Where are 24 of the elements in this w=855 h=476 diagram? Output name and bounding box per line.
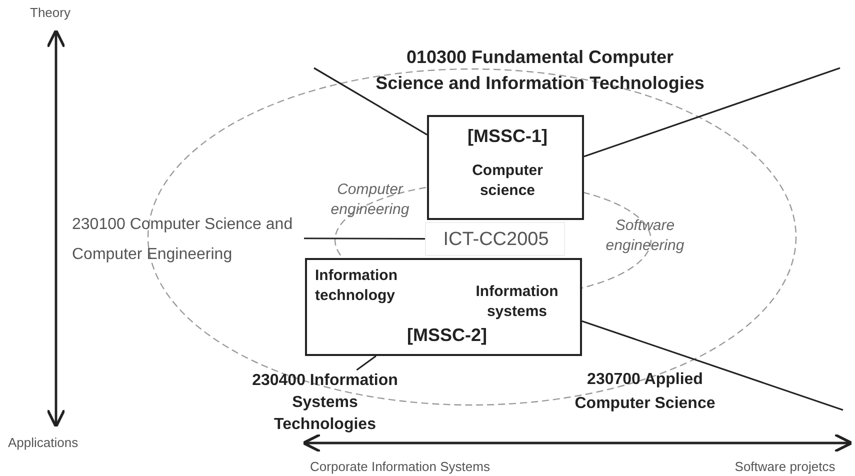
field-box: [305, 258, 582, 356]
axis-label: Corporate Information Systems: [309, 458, 491, 476]
axis-label: Software projetcs: [734, 458, 836, 476]
area-label: Computer engineering: [330, 180, 410, 220]
box-text: Information systems: [474, 282, 560, 322]
heading-label: 010300 Fundamental Computer Science and Information Technologies: [374, 46, 706, 95]
connector-line: [582, 320, 844, 411]
connector-line: [314, 67, 428, 136]
box-text: Information technology: [315, 266, 398, 306]
box-text: [MSSC-2]: [406, 324, 488, 347]
field-box: [427, 115, 584, 220]
box-text: [MSSC-1]: [466, 125, 548, 148]
connector-line: [584, 67, 840, 158]
box-text: Computer science: [471, 161, 544, 201]
area-label: 230400 Information Systems Technologies: [251, 371, 399, 435]
axis-label: Theory: [30, 4, 72, 22]
area-label: Software engineering: [604, 216, 686, 256]
axis-label: Applications: [8, 434, 80, 452]
connector-line: [304, 238, 425, 240]
field-box: [425, 222, 565, 256]
box-text: ICT-CC2005: [442, 228, 550, 252]
area-label: 230700 Applied Computer Science: [574, 370, 716, 414]
connector-line: [356, 355, 376, 371]
area-label: 230100 Computer Science and Computer Engineering: [72, 215, 294, 265]
